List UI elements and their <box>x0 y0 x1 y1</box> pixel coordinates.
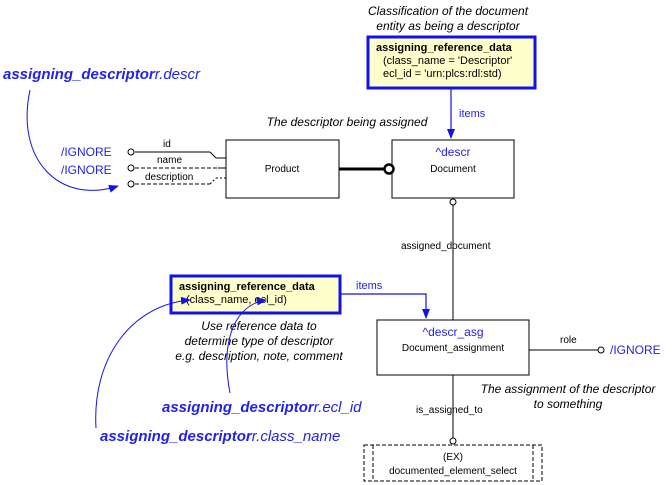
attr-is-assigned-to-label: is_assigned_to <box>416 405 483 416</box>
classification-note-line2: entity as being a descriptor <box>376 19 520 33</box>
assignment-note-line2: to something <box>534 397 603 411</box>
select-type-tag: (EX) <box>443 452 463 463</box>
ignore-label-id: /IGNORE <box>61 145 112 159</box>
select-type-name: documented_element_select <box>389 466 517 477</box>
classification-note-line1: Classification of the document <box>368 4 529 18</box>
attr-name-label: name <box>157 155 182 166</box>
reference-box-mid[interactable]: assigning_reference_data (class_name, ec… <box>169 274 342 315</box>
template-ref-descr: assigning_descriptorr.descr <box>3 66 201 83</box>
use-ref-note-line1: Use reference data to <box>201 319 317 333</box>
reference-box-top-line1: (class_name = 'Descriptor' <box>383 55 512 67</box>
entity-document-assignment[interactable]: ^descr_asg Document_assignment <box>376 319 530 376</box>
reference-box-mid-line1: (class_name, ecl_id) <box>186 294 287 306</box>
use-ref-note-line2: determine type of descriptor <box>185 334 335 348</box>
select-type-box[interactable]: (EX) documented_element_select <box>363 444 543 482</box>
attr-assigned-document-label: assigned_document <box>401 241 491 252</box>
assignment-note-line1: The assignment of the descriptor <box>481 382 657 396</box>
entity-product-name: Product <box>265 164 300 175</box>
entity-document-tag: ^descr <box>436 145 471 159</box>
relation-end-circle <box>383 163 395 175</box>
template-ref-ecl-id: assigning_descriptorr.ecl_id <box>162 399 362 416</box>
entity-document[interactable]: ^descr Document <box>391 139 515 199</box>
reference-box-top[interactable]: assigning_reference_data (class_name = '… <box>366 35 537 90</box>
attr-description-label: description <box>145 172 193 183</box>
attr-id-endpoint <box>127 148 135 156</box>
assigned-document-endpoint <box>449 198 457 206</box>
items-arrow-mid <box>341 293 430 319</box>
entity-document-name: Document <box>430 164 476 175</box>
descr-mapping-curve <box>26 89 119 193</box>
attr-role-label: role <box>560 335 577 346</box>
ignore-label-name: /IGNORE <box>61 163 112 177</box>
reference-box-top-title: assigning_reference_data <box>376 42 513 54</box>
attr-role-endpoint <box>597 346 605 354</box>
entity-document-assignment-tag: ^descr_asg <box>423 325 484 339</box>
reference-box-top-line2: ecl_id = 'urn:plcs:rdl:std) <box>383 68 502 80</box>
attr-id-label: id <box>163 139 171 150</box>
entity-document-assignment-name: Document_assignment <box>402 343 504 354</box>
ecl-id-mapping-curve <box>226 297 267 394</box>
items-label-top: items <box>459 108 486 120</box>
reference-box-mid-title: assigning_reference_data <box>179 281 316 293</box>
class-name-mapping-curve <box>95 296 191 429</box>
descriptor-assigned-note: The descriptor being assigned <box>267 115 428 129</box>
attr-description-endpoint <box>127 180 135 188</box>
template-ref-class-name: assigning_descriptorr.class_name <box>100 428 340 445</box>
ignore-label-role: /IGNORE <box>610 343 661 357</box>
items-label-mid: items <box>356 280 383 292</box>
entity-product[interactable]: Product <box>225 139 340 199</box>
use-ref-note-line3: e.g. description, note, comment <box>175 349 343 363</box>
is-assigned-to-endpoint <box>449 437 457 445</box>
attr-name-endpoint <box>127 164 135 172</box>
